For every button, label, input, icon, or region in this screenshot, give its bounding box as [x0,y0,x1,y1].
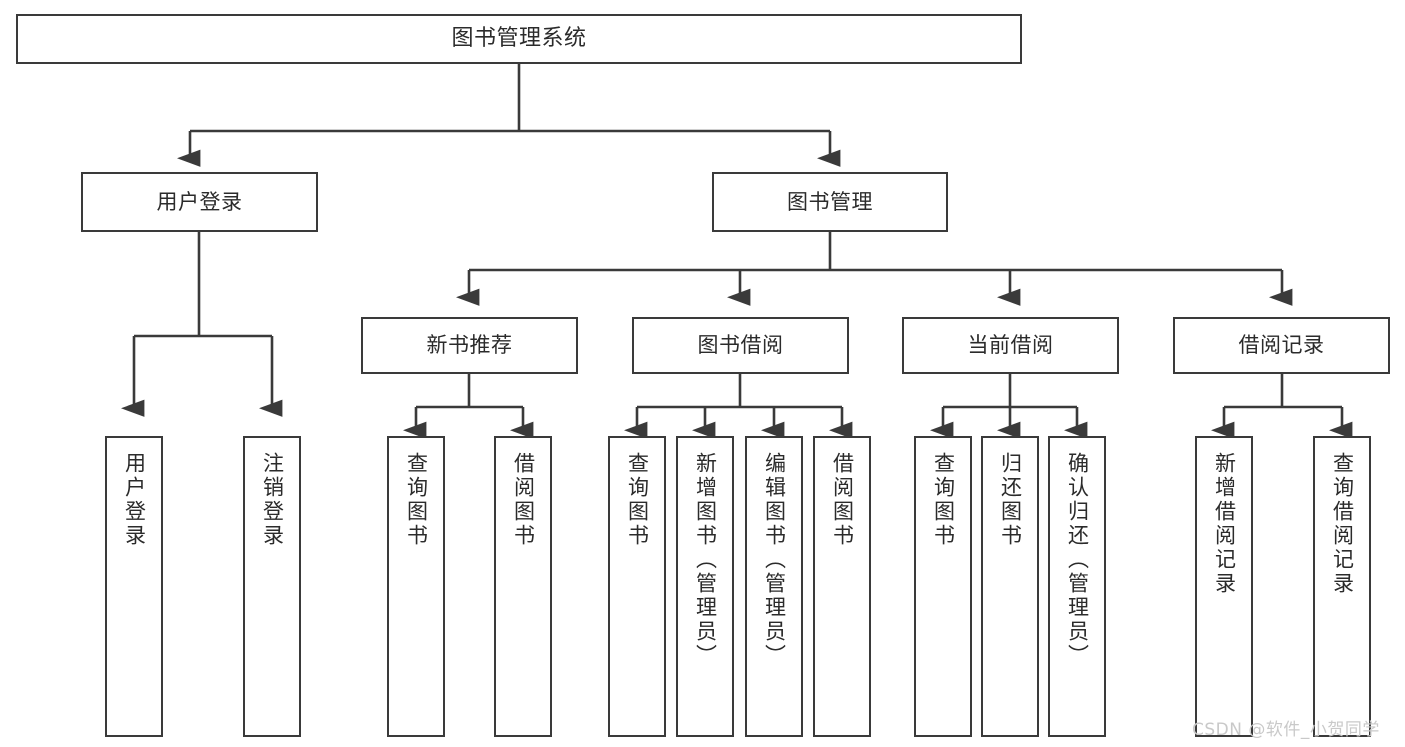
node-new-book-recommend[interactable]: 新书推荐 [361,317,578,374]
node-label: 图书管理 [787,189,873,214]
node-label: 编辑图书（管理员） [762,452,787,668]
node-current-borrow[interactable]: 当前借阅 [902,317,1119,374]
csdn-watermark: CSDN @软件_小贺同学 [1192,720,1380,740]
node-book-borrow[interactable]: 图书借阅 [632,317,849,374]
node-root-book-management-system[interactable]: 图书管理系统 [16,14,1022,64]
leaf-current-borrow-return[interactable]: 归还图书 [981,436,1039,737]
node-label: 确认归还（管理员） [1065,452,1090,668]
leaf-user-login-signout[interactable]: 注销登录 [243,436,301,737]
node-label: 归还图书 [998,452,1023,548]
node-label: 图书管理系统 [451,25,587,51]
node-label: 新书推荐 [426,333,513,358]
leaf-book-borrow-query[interactable]: 查询图书 [608,436,666,737]
leaf-borrow-record-query[interactable]: 查询借阅记录 [1313,436,1371,737]
leaf-user-login-signin[interactable]: 用户登录 [105,436,163,737]
leaf-book-borrow-add-book-admin[interactable]: 新增图书（管理员） [676,436,734,737]
node-user-login[interactable]: 用户登录 [81,172,318,232]
node-label: 用户登录 [156,189,243,214]
node-label: 查询图书 [931,452,956,548]
leaf-book-borrow-edit-book-admin[interactable]: 编辑图书（管理员） [745,436,803,737]
leaf-new-book-borrow[interactable]: 借阅图书 [494,436,552,737]
node-label: 图书借阅 [697,333,784,358]
leaf-borrow-record-add[interactable]: 新增借阅记录 [1195,436,1253,737]
node-label: 借阅图书 [511,452,536,548]
leaf-current-borrow-confirm-return-admin[interactable]: 确认归还（管理员） [1048,436,1106,737]
node-label: 用户登录 [122,452,147,548]
node-book-management[interactable]: 图书管理 [712,172,948,232]
node-label: 新增图书（管理员） [693,452,718,668]
leaf-book-borrow-borrow-book[interactable]: 借阅图书 [813,436,871,737]
node-label: 新增借阅记录 [1212,452,1237,596]
leaf-current-borrow-query[interactable]: 查询图书 [914,436,972,737]
node-label: 注销登录 [260,452,285,548]
node-label: 查询图书 [404,452,429,548]
node-label: 当前借阅 [967,333,1054,358]
node-label: 查询借阅记录 [1330,452,1355,596]
node-borrow-record[interactable]: 借阅记录 [1173,317,1390,374]
node-label: 借阅图书 [830,452,855,548]
leaf-new-book-query[interactable]: 查询图书 [387,436,445,737]
node-label: 借阅记录 [1238,333,1325,358]
node-label: 查询图书 [625,452,650,548]
